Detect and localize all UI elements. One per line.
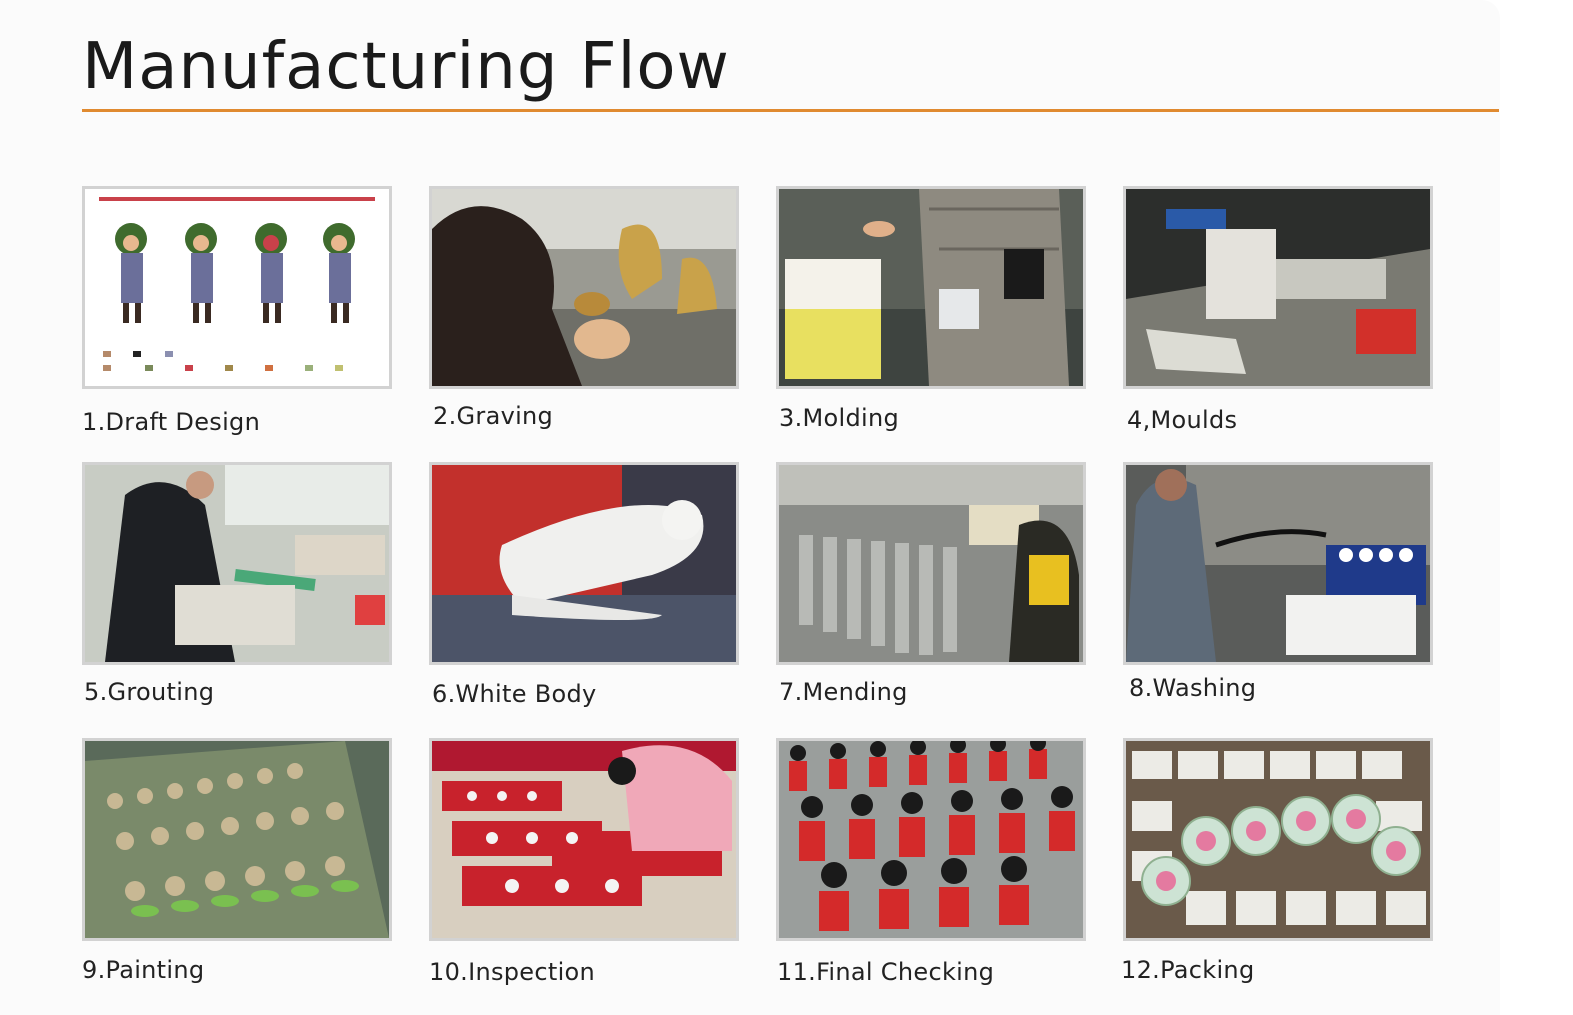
step-label: 10.Inspection: [429, 958, 596, 986]
step-label: 12.Packing: [1121, 956, 1255, 984]
step-label: 6.White Body: [432, 680, 597, 708]
packing-image: [1123, 738, 1433, 941]
final-checking-image: [776, 738, 1086, 941]
step-label: 8.Washing: [1129, 674, 1257, 702]
step-label: 3.Molding: [779, 404, 900, 432]
white-body-image: [429, 462, 739, 665]
step-label: 4,Moulds: [1127, 406, 1238, 434]
moulds-image: [1123, 186, 1433, 389]
grouting-image: [82, 462, 392, 665]
step-label: 1.Draft Design: [82, 408, 261, 436]
step-label: 7.Mending: [779, 678, 908, 706]
step-label: 2.Graving: [433, 402, 554, 430]
step-label: 5.Grouting: [84, 678, 215, 706]
draft-design-image: [82, 186, 392, 389]
washing-image: [1123, 462, 1433, 665]
title-underline: [82, 109, 1499, 112]
painting-image: [82, 738, 392, 941]
mending-image: [776, 462, 1086, 665]
molding-image: [776, 186, 1086, 389]
step-label: 9.Painting: [82, 956, 205, 984]
inspection-image: [429, 738, 739, 941]
graving-image: [429, 186, 739, 389]
page-title: Manufacturing Flow: [82, 30, 730, 104]
step-label: 11.Final Checking: [777, 958, 995, 986]
